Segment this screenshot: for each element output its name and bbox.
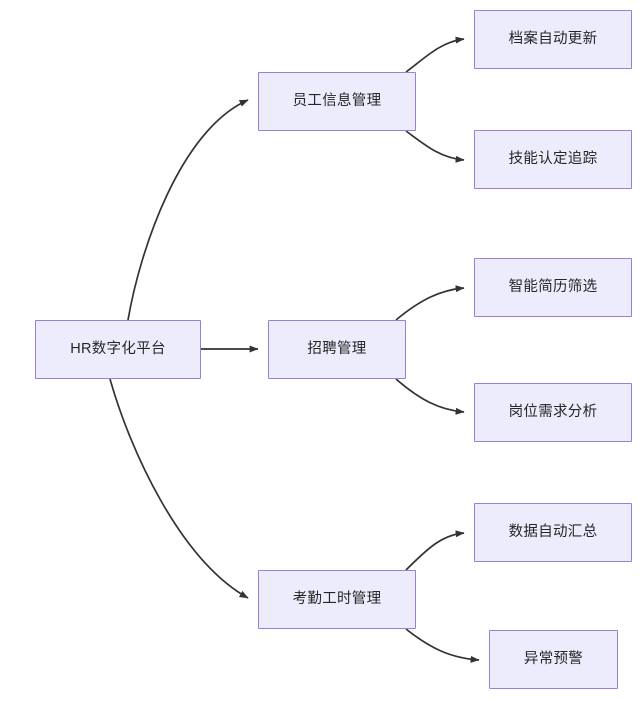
edge-employee-info-to-archive-update xyxy=(405,36,465,73)
node-smart-resume-screening-label: 智能简历筛选 xyxy=(508,279,598,296)
edge-recruitment-to-job-demand xyxy=(395,378,465,415)
node-hr-digital-platform-label: HR数字化平台 xyxy=(70,341,166,358)
node-anomaly-alert[interactable]: 异常预警 xyxy=(489,630,618,689)
node-hr-digital-platform[interactable]: HR数字化平台 xyxy=(35,320,201,379)
edge-recruitment-to-resume-screening xyxy=(395,285,465,321)
node-anomaly-alert-label: 异常预警 xyxy=(523,651,584,668)
node-attendance-hours-management[interactable]: 考勤工时管理 xyxy=(258,570,416,629)
node-auto-archive-update-label: 档案自动更新 xyxy=(508,31,598,48)
edge-root-to-employee-info xyxy=(127,99,249,321)
edge-attendance-to-anomaly-alert xyxy=(405,628,480,663)
edge-attendance-to-data-aggregation xyxy=(405,530,465,571)
node-employee-info-management-label: 员工信息管理 xyxy=(292,93,382,110)
edge-root-to-attendance xyxy=(109,378,249,599)
node-auto-data-aggregation[interactable]: 数据自动汇总 xyxy=(474,503,632,562)
node-employee-info-management[interactable]: 员工信息管理 xyxy=(258,72,416,131)
edge-employee-info-to-skill-tracking xyxy=(405,130,465,163)
node-recruitment-management[interactable]: 招聘管理 xyxy=(268,320,406,379)
node-auto-data-aggregation-label: 数据自动汇总 xyxy=(508,524,598,541)
node-auto-archive-update[interactable]: 档案自动更新 xyxy=(474,10,632,69)
node-smart-resume-screening[interactable]: 智能简历筛选 xyxy=(474,258,632,317)
node-job-demand-analysis[interactable]: 岗位需求分析 xyxy=(474,383,632,442)
node-skill-certification-tracking-label: 技能认定追踪 xyxy=(508,151,598,168)
node-recruitment-management-label: 招聘管理 xyxy=(307,341,367,358)
node-attendance-hours-management-label: 考勤工时管理 xyxy=(292,591,382,608)
node-job-demand-analysis-label: 岗位需求分析 xyxy=(508,404,598,421)
node-skill-certification-tracking[interactable]: 技能认定追踪 xyxy=(474,130,632,189)
